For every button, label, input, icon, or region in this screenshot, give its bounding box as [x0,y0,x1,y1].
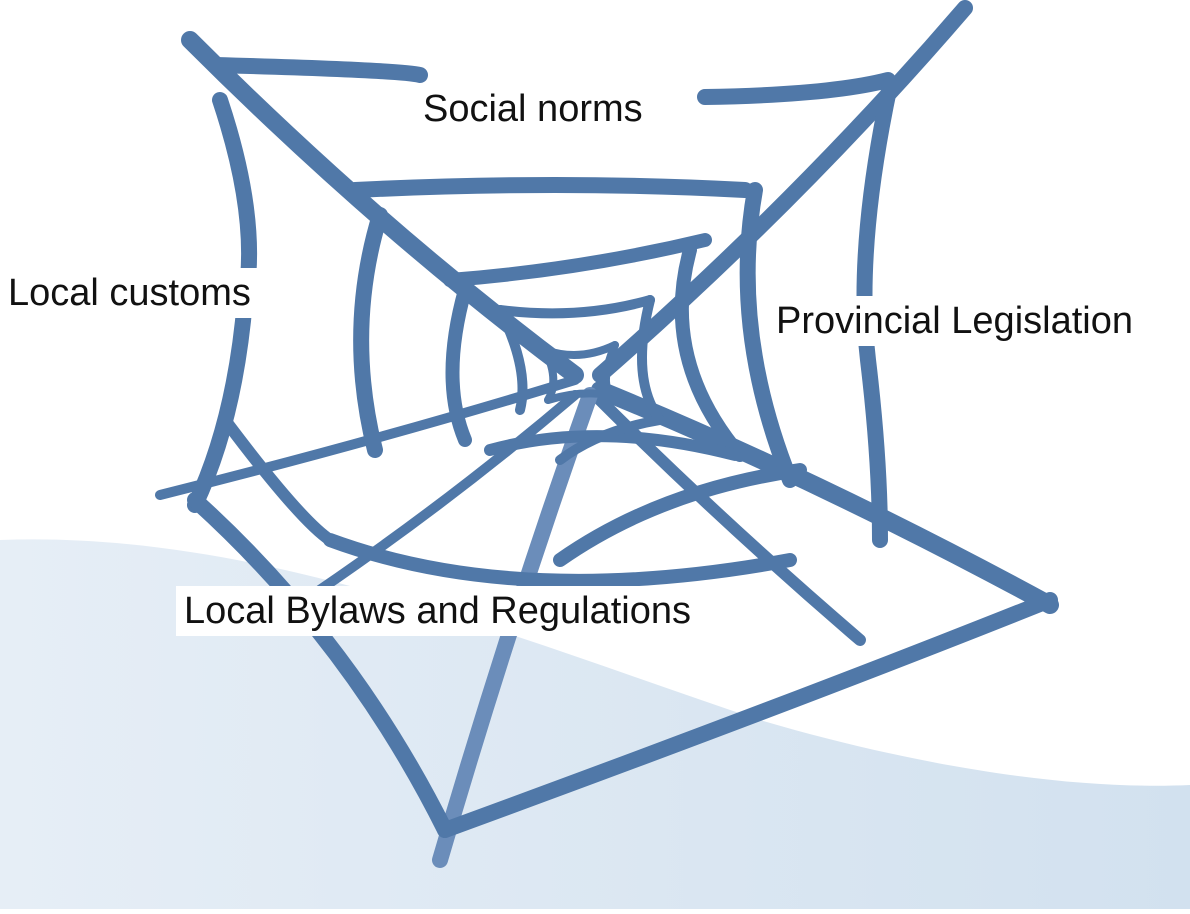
web-ring-2-left [445,283,472,447]
web-outer-left-curve [219,414,336,546]
web-ring-2-top [443,233,712,287]
web-radial-top-right [592,0,973,383]
web-ring-1-right [739,182,798,488]
label-local-bylaws: Local Bylaws and Regulations [176,586,699,636]
web-ring-3-left [495,305,528,415]
web-ring-2-right [674,243,747,462]
web-ring-1-top [347,177,753,198]
web-ring-1-left [353,207,388,458]
web-radial-bottom-left [285,390,580,615]
web-frame-bottom-right [437,592,1058,838]
web-frame-right [856,77,898,548]
web-ring-3-right [637,295,665,425]
spider-web-icon [155,0,1059,868]
web-ring-3-bottom [555,415,665,465]
web-outer-bottom-ring [323,533,797,588]
web-ring-3-top [495,295,655,319]
label-local-customs: Local customs [0,268,259,318]
web-frame-top-right [697,72,896,105]
web-frame-bottom-left [187,492,453,838]
label-provincial-legislation: Provincial Legislation [768,296,1141,346]
web-center-top [541,341,619,359]
web-frame-top [207,57,428,83]
label-social-norms: Social norms [415,84,651,134]
web-center-bottom [544,389,614,404]
web-ring-1-bottom [553,463,807,567]
